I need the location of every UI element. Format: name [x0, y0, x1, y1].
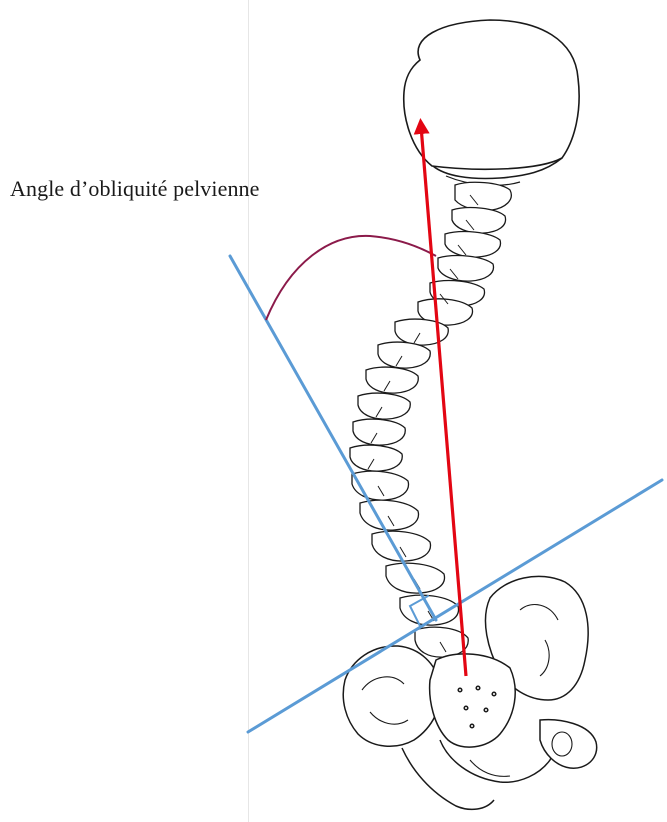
angle-arc — [266, 236, 436, 320]
spine-tangent-line — [230, 256, 436, 620]
skull-drawing — [404, 20, 579, 185]
pelvis-drawing — [343, 576, 596, 809]
